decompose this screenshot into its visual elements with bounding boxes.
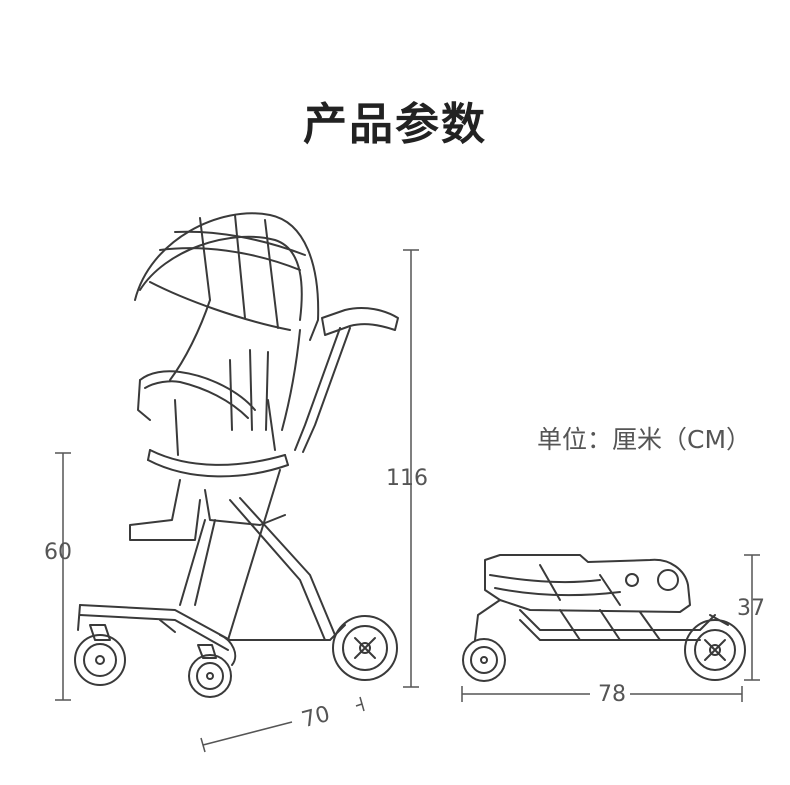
unit-label: 单位：厘米（CM） [537, 425, 752, 454]
dimension-label-height-total: 116 [386, 466, 428, 491]
stroller-unfolded-drawing [74, 212, 399, 698]
dimension-lines [55, 249, 760, 753]
stroller-folded-drawing [462, 554, 746, 682]
page-title: 产品参数 [303, 99, 487, 150]
dimension-label-height-seat: 60 [44, 540, 72, 565]
dimension-label-folded-height: 37 [737, 596, 765, 621]
dimension-label-folded-length: 78 [598, 682, 626, 707]
